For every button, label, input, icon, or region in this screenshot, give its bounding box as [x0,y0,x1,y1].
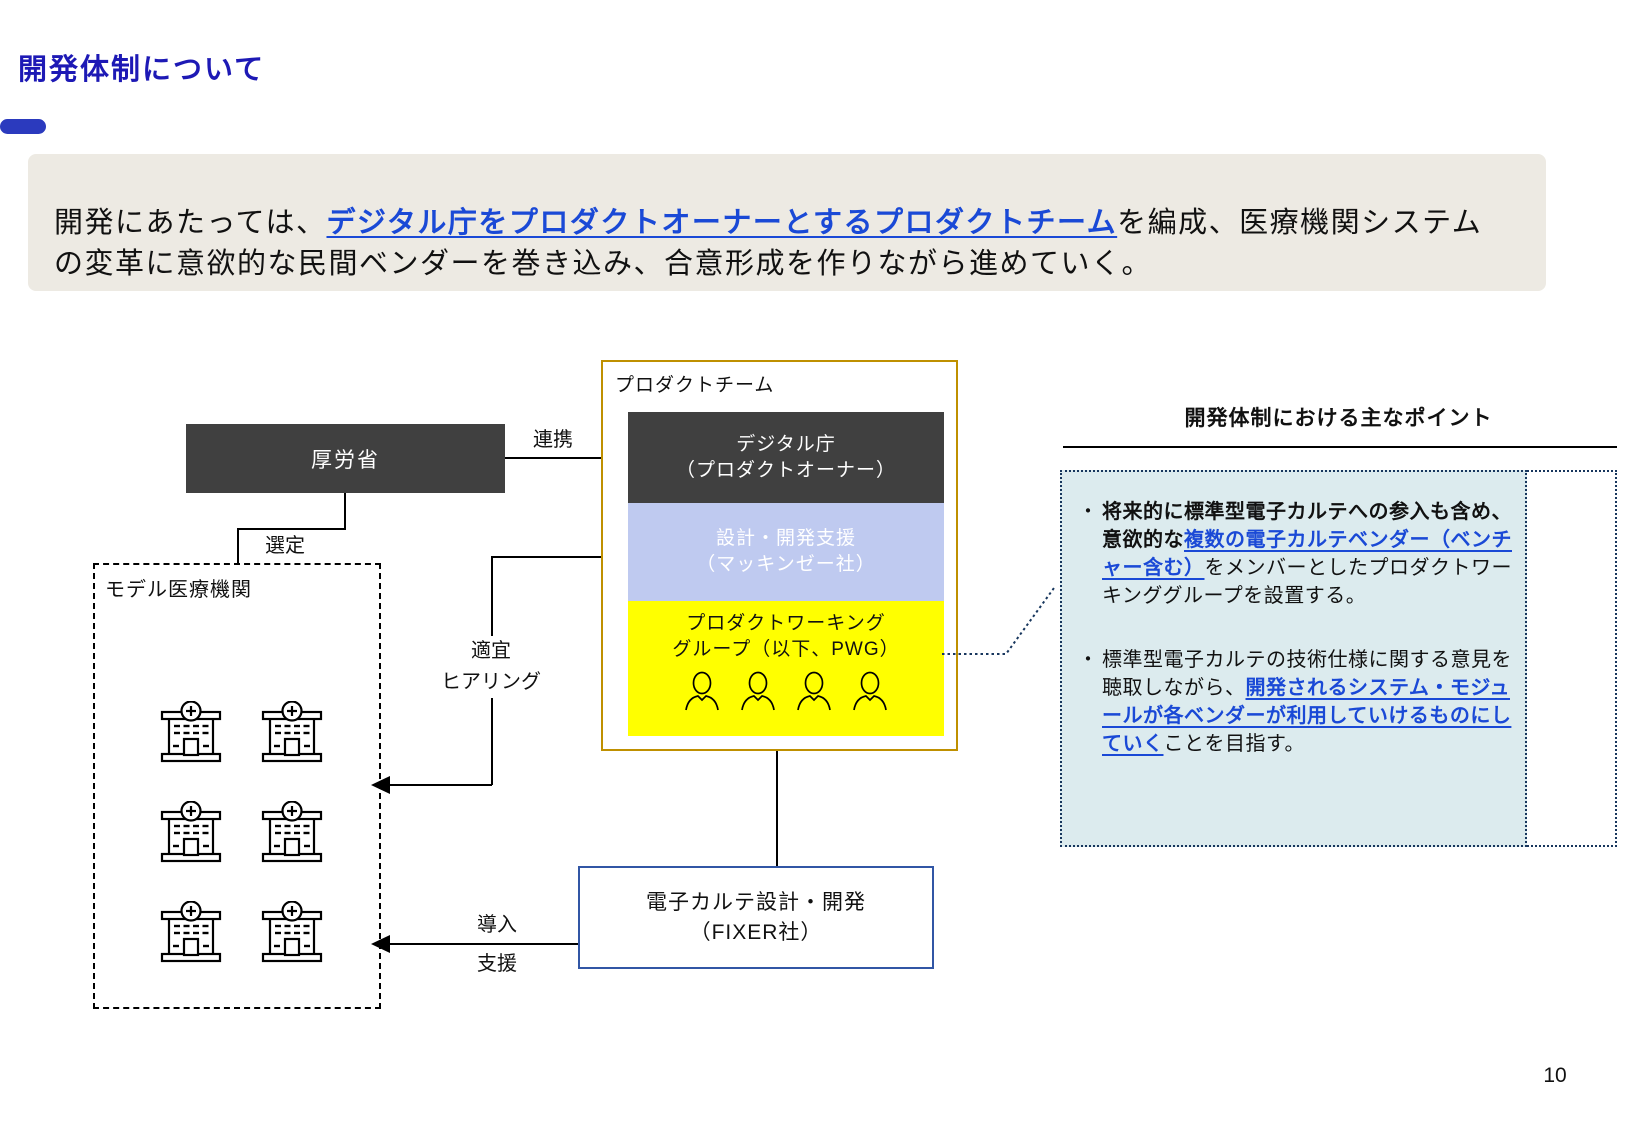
intro-label-line2: 支援 [477,953,517,975]
digital-agency-box: デジタル庁 （プロダクトオーナー） [628,412,944,503]
point-bullet: ・標準型電子カルテの技術仕様に関する意見を聴取しながら、開発されるシステム・モジ… [1078,646,1513,758]
person-icon [853,671,887,711]
text-segment: 開発にあたっては、 [54,207,327,239]
pwg-box: プロダクトワーキング グループ（以下、PWG） [628,601,944,736]
hospital-icon [160,801,222,863]
page-number: 10 [1543,1064,1567,1087]
fixer-line1: 電子カルテ設計・開発 [646,890,866,914]
hearing-arrowhead [371,776,390,794]
intro-label-line1: 導入 [477,914,517,936]
product-team-stack: デジタル庁 （プロダクトオーナー） 設計・開発支援 （マッキンゼー社） プロダク… [628,412,944,736]
fixer-line2: （FIXER社） [689,920,823,944]
pwg-line1: プロダクトワーキング [686,613,886,634]
intro-connector-line [386,943,578,945]
inline-link[interactable]: 開発されるシステム・モジュールが各ベンダーが利用していけるものにしていく [1102,677,1512,755]
text-segment: をメンバーとしたプロダクトワーキンググループを設置する。 [1102,557,1512,607]
pwg-points-dotted-connector [942,587,1055,655]
hearing-connector-h2 [386,784,492,786]
person-icon [741,671,775,711]
team-fixer-connector [776,751,778,866]
product-team-title: プロダクトチーム [615,375,775,396]
intro-arrowhead [371,935,390,953]
mhlw-label: 厚労省 [311,448,380,472]
hospital-icon [160,901,222,963]
bullet-marker: ・ [1078,501,1099,523]
page-title: 開発体制について [18,54,266,86]
renkei-connector-line [505,457,627,459]
fixer-box: 電子カルテ設計・開発 （FIXER社） [578,866,934,969]
design-support-line1: 設計・開発支援 [715,528,856,549]
pwg-members [684,671,888,711]
text-segment: を編成、医療機関システムの変革に意欲的な民間ベンダーを巻き込み、合意形成を作りな… [54,207,1483,280]
design-support-box: 設計・開発支援 （マッキンゼー社） [628,503,944,601]
points-title-underline [1063,446,1617,448]
hospital-icon [160,701,222,763]
model-hospitals-box: モデル医療機関 [93,563,381,1009]
inline-link[interactable]: 複数の電子カルテベンダー（ベンチャー含む） [1102,529,1512,579]
points-panel-box: ・将来的に標準型電子カルテへの参入も含め、意欲的な複数の電子カルテベンダー（ベン… [1060,470,1527,847]
bullet-marker: ・ [1078,649,1099,671]
summary-box: 開発にあたっては、デジタル庁をプロダクトオーナーとするプロダクトチームを編成、医… [28,154,1546,291]
summary-text: 開発にあたっては、デジタル庁をプロダクトオーナーとするプロダクトチームを編成、医… [54,203,1502,285]
hospital-icon [261,701,323,763]
bullet-text: 将来的に標準型電子カルテへの参入も含め、意欲的な複数の電子カルテベンダー（ベンチ… [1102,498,1513,610]
sentei-label: 選定 [265,535,305,557]
design-support-line2: （マッキンゼー社） [696,554,876,575]
pwg-line2: グループ（以下、PWG） [672,639,900,660]
text-segment: 将来的に標準型電子カルテへの参入も含め、意欲的な [1102,501,1512,551]
hearing-label-line1: 適宜 [471,640,511,662]
sentei-connector-h [237,528,346,530]
hearing-label: 適宜 ヒアリング [430,636,552,698]
hearing-connector-h1 [492,556,601,558]
model-hospitals-title: モデル医療機関 [105,579,252,601]
hearing-label-line2: ヒアリング [441,671,541,693]
person-icon [797,671,831,711]
inline-link[interactable]: デジタル庁をプロダクトオーナーとするプロダクトチーム [326,207,1118,239]
point-bullet: ・将来的に標準型電子カルテへの参入も含め、意欲的な複数の電子カルテベンダー（ベン… [1078,498,1513,610]
digital-agency-line2: （プロダクトオーナー） [675,459,896,481]
accent-bar [0,119,46,134]
hospital-grid [157,701,326,965]
text-segment: 標準型電子カルテの技術仕様に関する意見を聴取しながら、 [1102,649,1512,699]
person-icon [685,671,719,711]
points-panel-title: 開発体制における主なポイント [1184,407,1493,430]
hospital-icon [261,901,323,963]
text-segment: ことを目指す。 [1163,733,1305,755]
bullet-text: 標準型電子カルテの技術仕様に関する意見を聴取しながら、開発されるシステム・モジュ… [1102,646,1513,758]
hospital-icon [261,801,323,863]
digital-agency-line1: デジタル庁 [736,433,836,455]
sentei-connector-v2 [237,528,239,563]
product-team-box: プロダクトチーム デジタル庁 （プロダクトオーナー） 設計・開発支援 （マッキン… [601,360,958,751]
sentei-connector-v1 [344,493,346,530]
renkei-label: 連携 [533,429,573,451]
mhlw-box: 厚労省 [186,424,505,493]
